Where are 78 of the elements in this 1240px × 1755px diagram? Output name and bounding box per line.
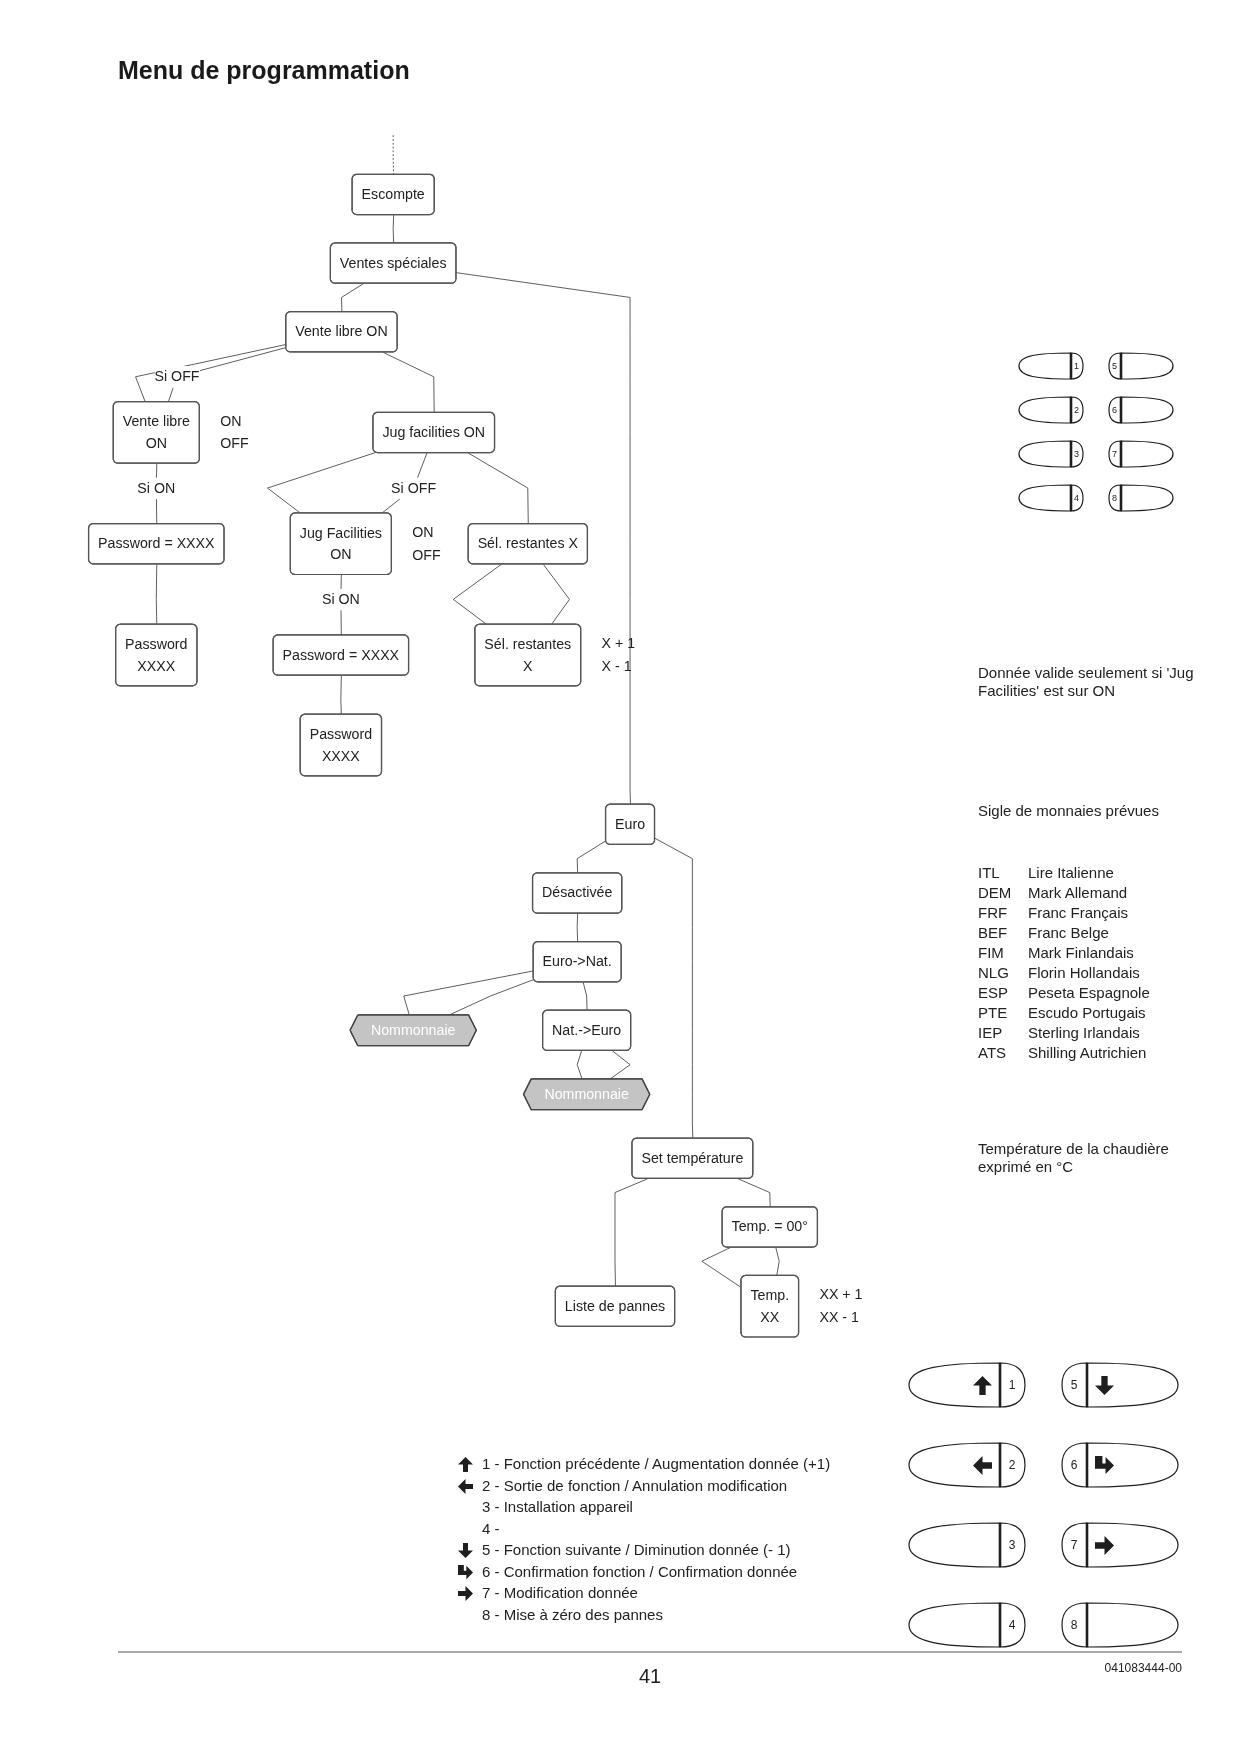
currency-code: IEP	[978, 1024, 1004, 1042]
document-number: 041083444-00	[1103, 1660, 1182, 1676]
key-number: 2	[1073, 403, 1080, 417]
currency-code: FRF	[978, 904, 1009, 922]
currency-name: Peseta Espagnole	[1028, 984, 1151, 1002]
currency-code: ESP	[978, 984, 1009, 1002]
node-label: XX + 1	[819, 1286, 863, 1303]
connector	[155, 563, 158, 626]
currency-code: NLG	[978, 964, 1010, 982]
edge-label: Si ON	[321, 590, 360, 607]
node-label: XX - 1	[819, 1308, 859, 1325]
node-label: X + 1	[601, 634, 636, 651]
currency-name: Mark Allemand	[1028, 884, 1129, 902]
table-heading: Sigle de monnaies prévues	[978, 802, 1160, 820]
currency-name: Escudo Portugais	[1028, 1004, 1147, 1022]
key-number: 5	[1111, 359, 1118, 373]
legend-text: 4 -	[482, 1519, 500, 1538]
page-number: 41	[637, 1664, 663, 1688]
key-number: 2	[1007, 1456, 1017, 1474]
connector	[267, 451, 377, 514]
connector	[576, 840, 607, 874]
key-number: 4	[1073, 491, 1080, 505]
key-number: 1	[1007, 1376, 1017, 1394]
legend-text: 7 - Modification donnée	[482, 1584, 638, 1602]
currency-code: DEM	[978, 884, 1013, 902]
currency-name: Franc Français	[1028, 904, 1130, 922]
note-text: Température de la chaudière exprimé en °C	[978, 1140, 1170, 1176]
connector	[775, 1247, 780, 1277]
legend-text: 8 - Mise à zéro des pannes	[482, 1605, 663, 1624]
key-number: 3	[1007, 1536, 1017, 1554]
currency-code: PTE	[978, 1004, 1009, 1022]
connector	[576, 1050, 583, 1080]
key-number: 1	[1073, 359, 1080, 373]
currency-name: Sterling Irlandais	[1028, 1024, 1141, 1042]
key-number: 5	[1069, 1376, 1079, 1394]
connector	[737, 1178, 771, 1208]
connector	[467, 452, 529, 525]
key-number: 3	[1073, 447, 1080, 461]
node-label: OFF	[412, 546, 441, 563]
connector	[392, 214, 395, 244]
connector	[582, 981, 588, 1012]
currency-code: ITL	[978, 864, 1001, 882]
connector	[340, 675, 342, 716]
node-label: ON	[220, 412, 242, 429]
currency-code: BEF	[978, 924, 1009, 942]
note-text: Donnée valide seulement si 'Jug Facilities' est sur ON	[978, 664, 1195, 700]
connector	[455, 272, 631, 806]
key-number: 7	[1069, 1536, 1079, 1554]
key-number: 6	[1111, 403, 1118, 417]
key-number: 8	[1069, 1616, 1079, 1634]
currency-name: Shilling Autrichien	[1028, 1044, 1148, 1062]
connector	[614, 1178, 648, 1288]
node-label: ON	[412, 523, 434, 540]
currency-code: FIM	[978, 944, 1005, 962]
key-number: 7	[1111, 447, 1118, 461]
edge-label: Si OFF	[391, 479, 437, 496]
legend-text: 1 - Fonction précédente / Augmentation donnée (+1)	[482, 1455, 831, 1473]
legend-text: 3 - Installation appareil	[482, 1498, 633, 1516]
currency-name: Florin Hollandais	[1028, 964, 1141, 982]
key-number: 6	[1069, 1456, 1079, 1474]
connector	[341, 283, 364, 313]
currency-name: Franc Belge	[1028, 924, 1110, 942]
legend-text: 6 - Confirmation fonction / Confirmation donnée	[482, 1562, 798, 1581]
currency-name: Lire Italienne	[1028, 864, 1115, 882]
node-label: X - 1	[601, 657, 632, 674]
edge-label: Si OFF	[154, 368, 200, 385]
legend-text: 2 - Sortie de fonction / Annulation modification	[482, 1476, 788, 1495]
legend-text: 5 - Fonction suivante / Diminution donnée (- 1)	[482, 1541, 791, 1559]
currency-name: Mark Finlandais	[1028, 944, 1135, 962]
edge-label: Si ON	[137, 479, 176, 496]
key-number: 4	[1007, 1616, 1017, 1634]
connector	[403, 970, 535, 1016]
node-label: OFF	[220, 435, 249, 452]
connector	[654, 837, 694, 1140]
currency-code: ATS	[978, 1044, 1008, 1062]
key-number: 8	[1111, 491, 1118, 505]
title: Menu de programmation	[118, 56, 410, 85]
connector	[576, 913, 579, 943]
